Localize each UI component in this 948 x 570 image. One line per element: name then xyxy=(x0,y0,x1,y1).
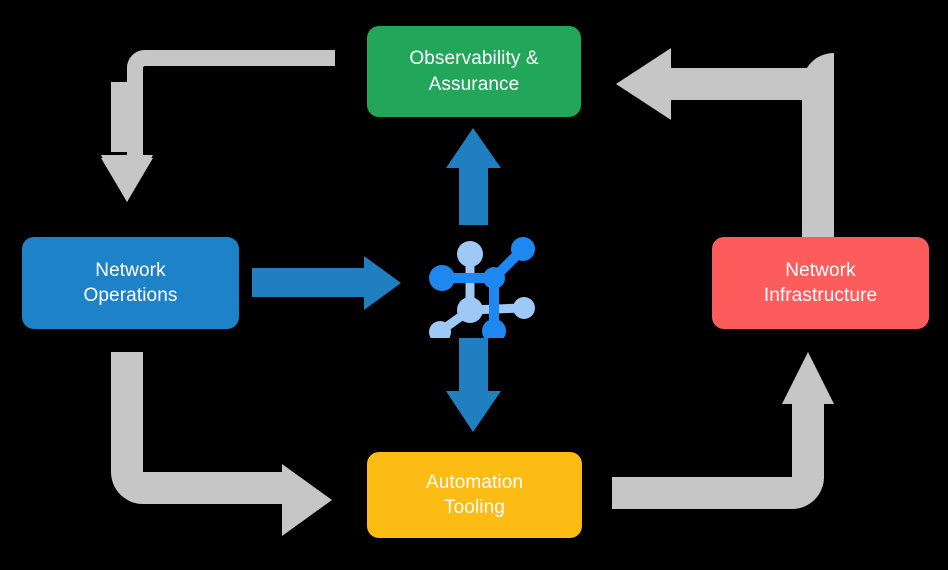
node-box-network-operations[interactable]: Network Operations xyxy=(22,237,239,329)
network-icon-light-nodes xyxy=(429,241,535,338)
gray-arrow-operations-to-automation xyxy=(111,352,332,536)
blue-arrow-operations-to-center xyxy=(252,256,401,310)
network-topology-icon xyxy=(429,237,535,338)
network-icon-dark-nodes xyxy=(429,237,535,338)
blue-arrow-center-to-observability xyxy=(446,128,501,225)
gray-arrow-automation-to-infrastructure xyxy=(612,352,834,509)
blue-arrow-center-to-automation xyxy=(446,338,501,432)
gray-arrow-observability-to-operations xyxy=(101,50,335,202)
node-box-observability[interactable]: Observability & Assurance xyxy=(367,26,581,117)
node-box-network-infrastructure[interactable]: Network Infrastructure xyxy=(712,237,929,329)
node-box-automation-tooling[interactable]: Automation Tooling xyxy=(367,452,582,538)
gray-arrow-infrastructure-to-observability xyxy=(616,48,834,237)
